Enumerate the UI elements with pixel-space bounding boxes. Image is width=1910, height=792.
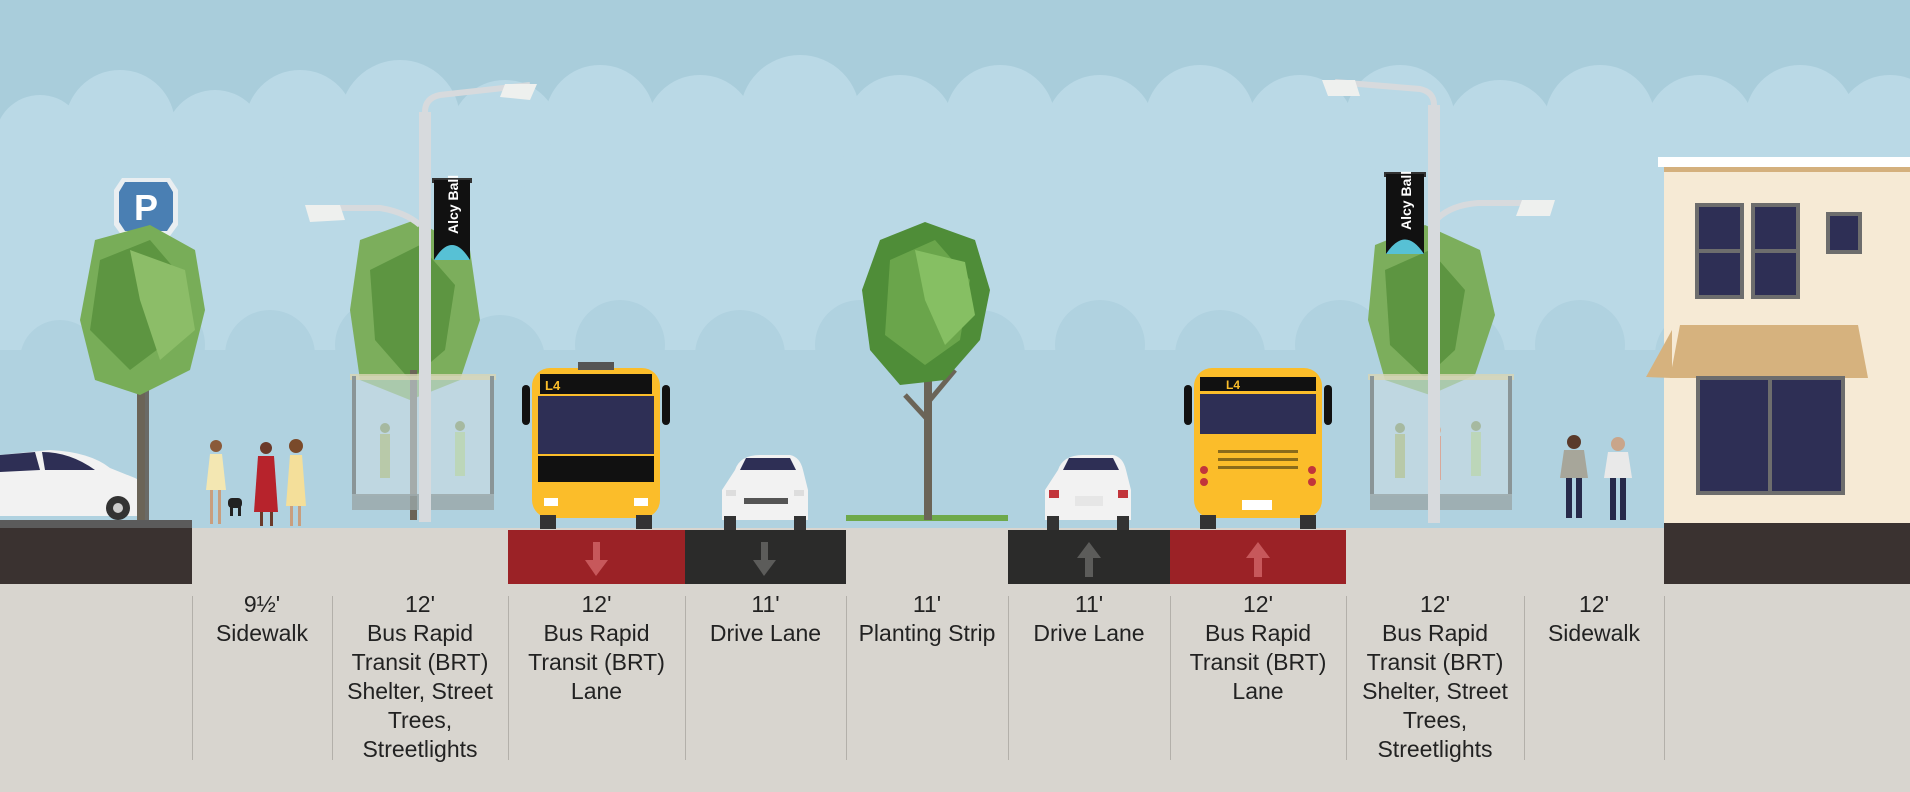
segment-divider — [685, 596, 686, 760]
segment-width: 12' — [405, 591, 435, 617]
segment-name: Bus Rapid Transit (BRT) Shelter, Street … — [347, 620, 493, 762]
car-drive-lane-right — [1045, 455, 1131, 530]
segment-name: Bus Rapid Transit (BRT) Lane — [528, 620, 665, 704]
segment-width: 12' — [1243, 591, 1273, 617]
bus-route-label: L4 — [1226, 378, 1240, 392]
pedestrians-left — [206, 439, 306, 526]
segment-label-brt-shelter-right[interactable]: 12' Bus Rapid Transit (BRT) Shelter, Str… — [1354, 590, 1516, 764]
segment-divider — [1524, 596, 1525, 760]
segment-label-sidewalk-right[interactable]: 12' Sidewalk — [1524, 590, 1664, 648]
segment-divider — [1170, 596, 1171, 760]
segment-name: Drive Lane — [1033, 620, 1145, 646]
segment-name: Drive Lane — [709, 620, 822, 646]
segment-divider — [332, 596, 333, 760]
segment-divider — [846, 596, 847, 760]
street-tree — [80, 225, 205, 520]
brt-bus-left: L4 — [522, 362, 670, 529]
segment-label-sidewalk-left[interactable]: 9½' Sidewalk — [192, 590, 332, 648]
segment-label-drive-lane-right[interactable]: 11' Drive Lane — [1008, 590, 1170, 648]
streetlight-left: Alcy Ball — [305, 82, 537, 522]
segment-label-brt-lane-right[interactable]: 12' Bus Rapid Transit (BRT) Lane — [1178, 590, 1338, 706]
arrow-down-icon — [585, 542, 608, 576]
parked-car-left — [0, 450, 192, 528]
car-drive-lane-left — [722, 455, 808, 530]
arrow-up-icon — [1077, 542, 1101, 577]
segment-divider — [508, 596, 509, 760]
segment-width: 12' — [1579, 591, 1609, 617]
ground — [0, 528, 1910, 792]
banner-label: Alcy Ball — [445, 175, 461, 234]
segment-width: 12' — [581, 591, 612, 617]
brt-shelter-left — [350, 220, 496, 520]
segment-width: 11' — [912, 591, 942, 617]
building — [1646, 157, 1910, 523]
segment-name: Bus Rapid Transit (BRT) Shelter, Street … — [1362, 620, 1508, 762]
pedestrians-right — [1560, 435, 1632, 520]
arrow-down-icon — [753, 542, 776, 576]
segment-divider — [1008, 596, 1009, 760]
segment-name: Sidewalk — [1547, 620, 1641, 646]
bus-route-label: L4 — [545, 378, 561, 393]
segment-labels: 9½' Sidewalk 12' Bus Rapid Transit (BRT)… — [0, 590, 1910, 792]
planting-strip-tree — [846, 222, 1008, 521]
segment-divider — [192, 596, 193, 760]
segment-width: 9½' — [243, 591, 281, 617]
segment-width: 12' — [1420, 591, 1450, 617]
segment-label-brt-lane-left[interactable]: 12' Bus Rapid Transit (BRT) Lane — [516, 590, 677, 706]
brt-bus-right: L4 — [1184, 368, 1332, 529]
segment-width: 11' — [1074, 591, 1104, 617]
banner-label: Alcy Ball — [1398, 171, 1414, 230]
arrow-up-icon — [1246, 542, 1270, 577]
building-base — [1664, 522, 1910, 584]
parking-lane-left — [0, 528, 192, 584]
segment-label-brt-shelter-left[interactable]: 12' Bus Rapid Transit (BRT) Shelter, Str… — [340, 590, 500, 764]
segment-divider — [1664, 596, 1665, 760]
segment-label-planting-strip[interactable]: 11' Planting Strip — [846, 590, 1008, 648]
segment-label-drive-lane-left[interactable]: 11' Drive Lane — [685, 590, 846, 648]
segment-divider — [1346, 596, 1347, 760]
segment-name: Sidewalk — [215, 620, 309, 646]
segment-name: Bus Rapid Transit (BRT) Lane — [1189, 620, 1327, 704]
streetlight-right: Alcy Ball — [1322, 79, 1555, 523]
segment-name: Planting Strip — [858, 620, 996, 646]
segment-width: 11' — [751, 591, 780, 617]
parking-sign-label: P — [134, 187, 158, 228]
